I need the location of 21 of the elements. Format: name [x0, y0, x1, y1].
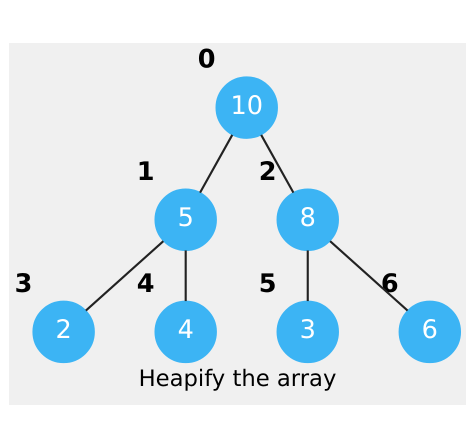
node-circle: 3	[276, 300, 338, 364]
node-circle: 10	[215, 76, 278, 139]
node-label: 0	[197, 44, 216, 75]
connector	[328, 240, 408, 312]
node-label: 4	[136, 268, 154, 299]
connector	[184, 250, 186, 302]
node-circle: 4	[154, 300, 216, 364]
node-label: 2	[258, 156, 276, 187]
node-circle: 8	[276, 188, 338, 251]
node-circle: 6	[398, 300, 461, 364]
connector	[260, 134, 294, 194]
node-label: 6	[380, 268, 398, 299]
node-label: 1	[136, 156, 154, 187]
node-label: 5	[258, 268, 276, 299]
connector	[306, 250, 308, 302]
connector	[198, 134, 233, 194]
caption: Heapify the array	[138, 366, 336, 392]
node-circle: 5	[154, 188, 216, 251]
connector	[84, 240, 164, 312]
node-circle: 2	[32, 300, 94, 364]
node-label: 3	[14, 268, 32, 299]
